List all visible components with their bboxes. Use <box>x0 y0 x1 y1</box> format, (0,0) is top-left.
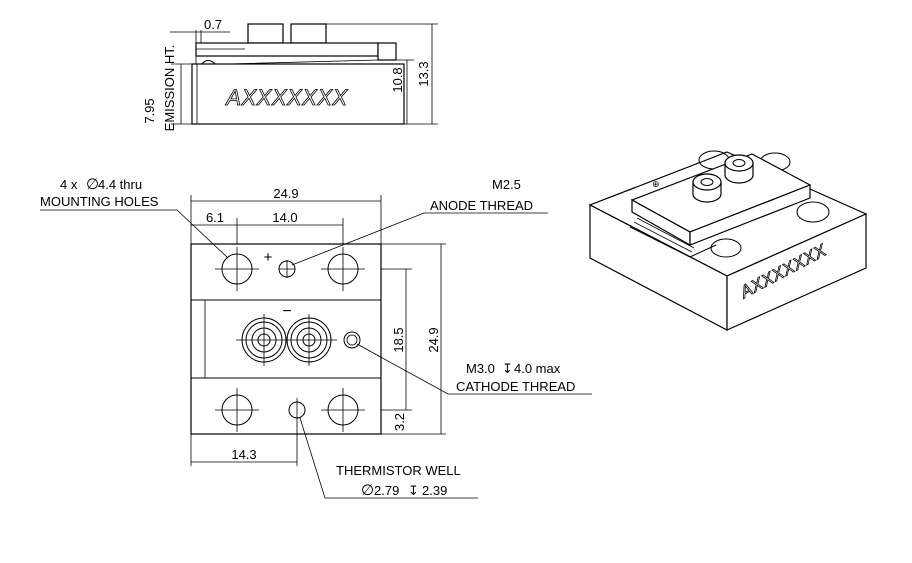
mounting-dia: 4.4 thru <box>98 177 142 192</box>
dim-13-3: 13.3 <box>416 61 431 86</box>
side-brand: AXXXXXXX <box>224 85 348 110</box>
minus-sign: − <box>282 303 291 320</box>
iso-small-marking: ⊕ <box>652 179 660 189</box>
thermistor-dia: 2.79 <box>374 483 399 498</box>
iso-screw-1 <box>692 173 722 203</box>
plus-sign: + <box>264 249 273 266</box>
top-view: + − 24.9 6.1 14.0 <box>40 176 592 499</box>
dim-18-5: 18.5 <box>391 327 406 352</box>
emitter-gap <box>195 56 379 65</box>
cathode-thread-size: M3.0 <box>466 361 495 376</box>
diameter-symbol-1: ∅ <box>86 176 99 193</box>
diameter-symbol-2: ∅ <box>361 482 374 499</box>
iso-view: ⊕ AXXXXXXX <box>588 150 868 331</box>
iso-base-right <box>726 213 867 331</box>
depth-symbol-2: ↧ <box>408 483 419 498</box>
anode-thread-size: M2.5 <box>492 177 521 192</box>
cathode-hole <box>343 331 361 349</box>
cathode-depth: 4.0 max <box>514 361 561 376</box>
iso-emitter <box>629 226 717 258</box>
dim-24-9-h: 24.9 <box>273 186 298 201</box>
iso-hole-3 <box>796 201 830 223</box>
thermistor-depth: 2.39 <box>422 483 447 498</box>
iso-screw-2 <box>724 154 754 184</box>
mounting-count: 4 x <box>60 177 78 192</box>
side-view: AXXXXXXX 0.7 EMISSION HT. 7.95 10.8 13.3 <box>142 17 438 131</box>
depth-symbol-1: ↧ <box>502 361 513 376</box>
dim-0-7: 0.7 <box>204 17 222 32</box>
dim-7-95: 7.95 <box>142 98 157 123</box>
thermistor-label: THERMISTOR WELL <box>336 463 461 478</box>
anode-label: ANODE THREAD <box>430 198 533 213</box>
dim-3-2: 3.2 <box>392 413 407 431</box>
dim-10-8: 10.8 <box>390 67 405 92</box>
dim-24-9-v: 24.9 <box>426 327 441 352</box>
mounting-label: MOUNTING HOLES <box>40 194 159 209</box>
dim-14-3: 14.3 <box>231 447 256 462</box>
dim-14-0: 14.0 <box>272 210 297 225</box>
top-plate <box>195 42 379 57</box>
cathode-label: CATHODE THREAD <box>456 379 575 394</box>
emission-label: EMISSION HT. <box>162 45 177 132</box>
iso-hole-4 <box>710 238 742 258</box>
dim-6-1: 6.1 <box>206 210 224 225</box>
screw-head-2 <box>290 23 327 44</box>
right-step <box>377 42 397 61</box>
screw-head-1 <box>247 23 284 44</box>
